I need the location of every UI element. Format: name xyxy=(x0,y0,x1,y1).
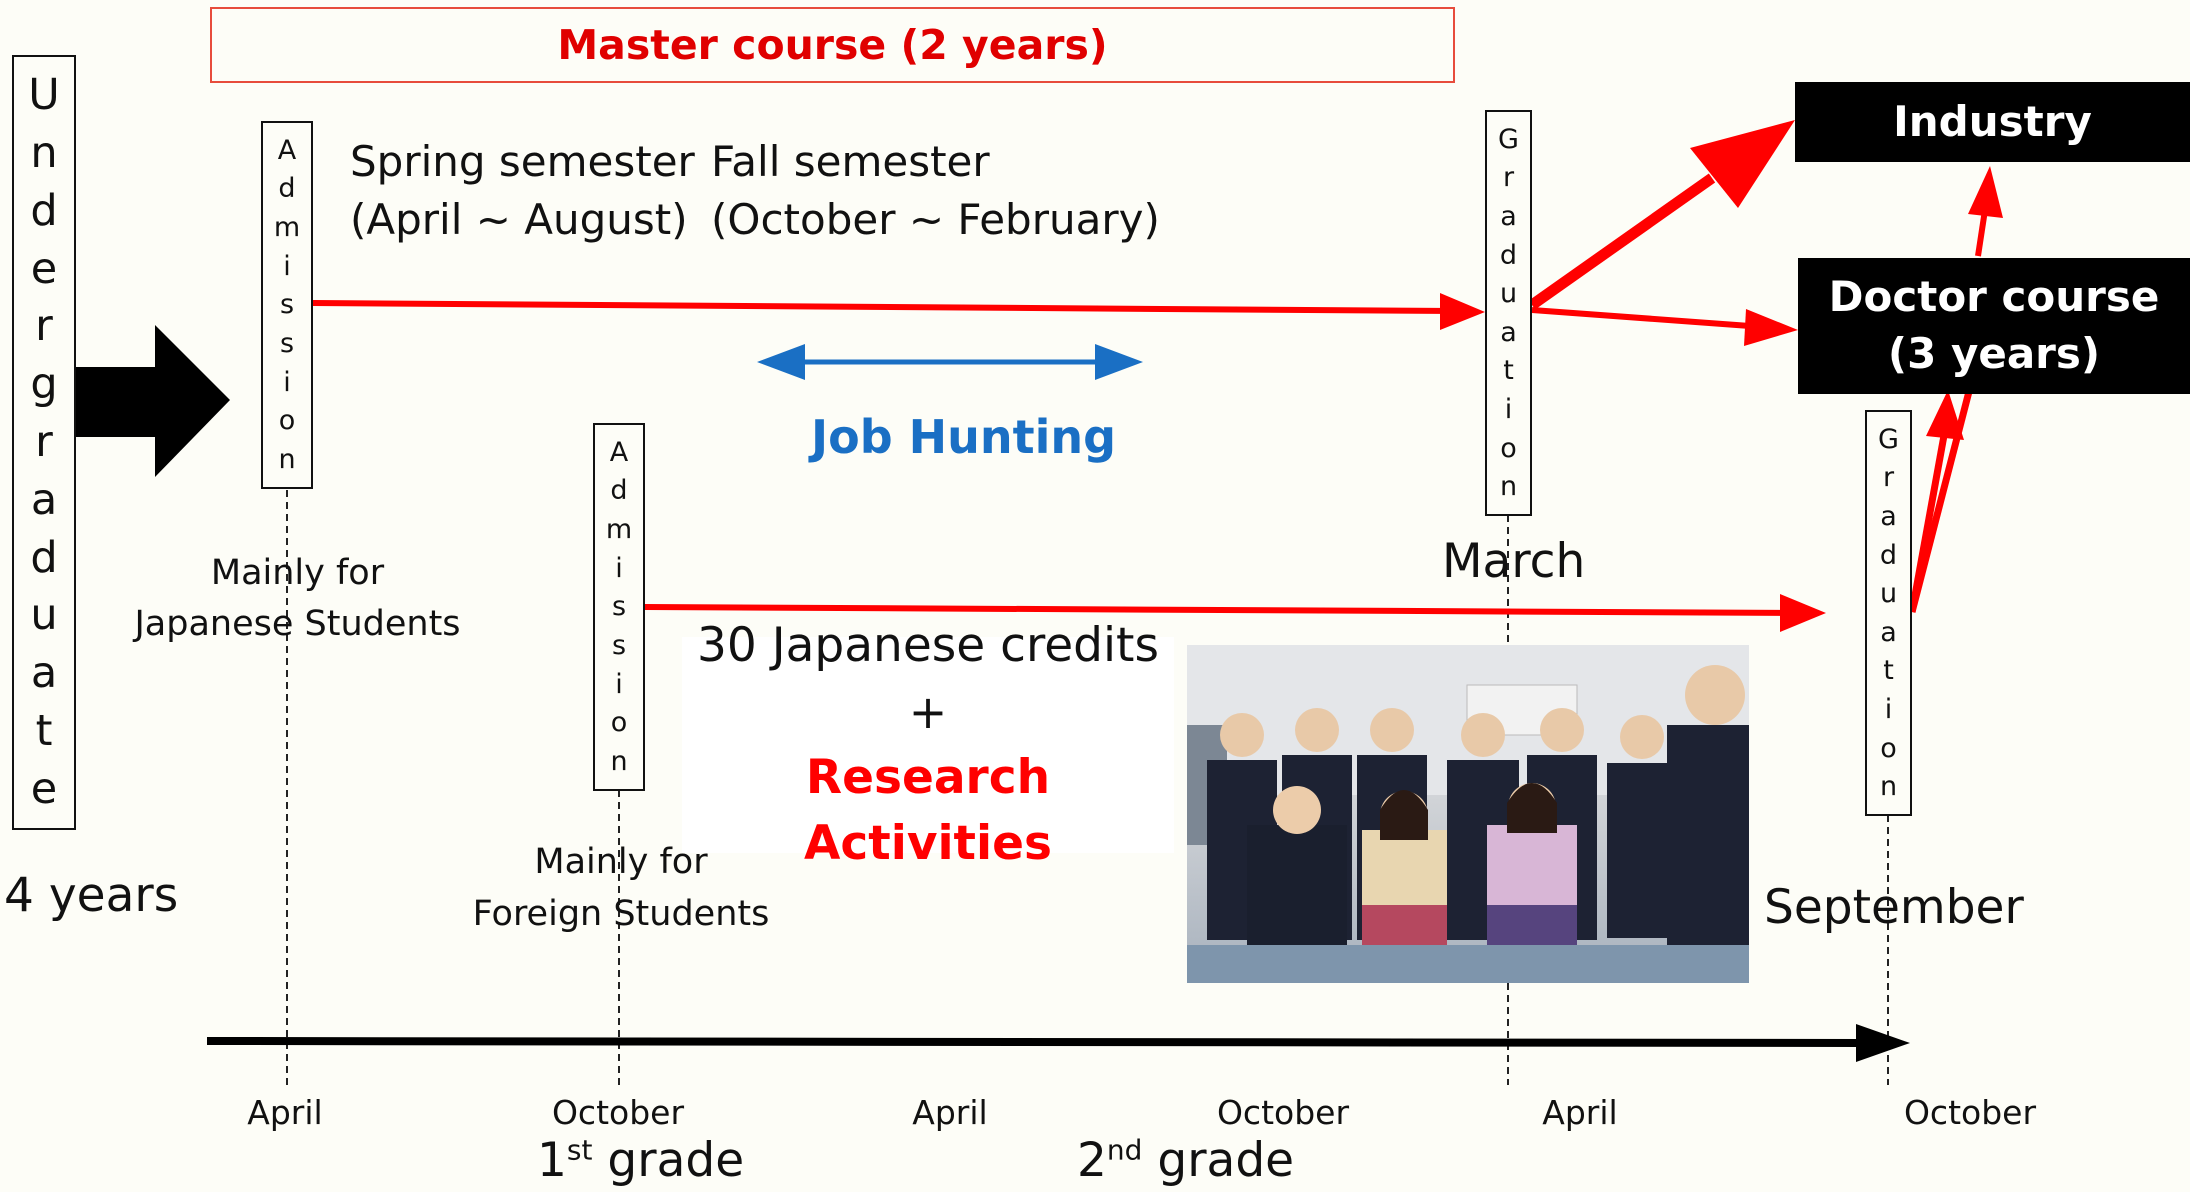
month-label-october-3: October xyxy=(1903,1093,2037,1132)
month-label-april-2: April xyxy=(912,1093,988,1132)
undergraduate-years: 4 years xyxy=(4,868,179,923)
job-hunting-arrowhead-left xyxy=(757,344,805,380)
spring-track-arrowhead xyxy=(1440,293,1485,330)
timeline-arrowhead xyxy=(1856,1024,1910,1062)
september-to-doctor-line xyxy=(1908,429,1949,613)
group-photo xyxy=(1187,645,1749,983)
grade-label-first: 1st grade xyxy=(537,1133,745,1188)
march-to-doctor-arrowhead xyxy=(1744,309,1798,346)
fall-track-line xyxy=(644,604,1796,616)
industry-label: Industry xyxy=(1893,96,2092,146)
master-course-title: Master course (2 years) xyxy=(557,21,1108,69)
doctor-to-industry-line xyxy=(1975,209,1988,257)
month-label-april-1: April xyxy=(247,1093,323,1132)
month-label-april-3: April xyxy=(1542,1093,1618,1132)
undergraduate-box: U n d e r g r a d u a t e xyxy=(12,55,76,830)
march-to-industry-arrowhead xyxy=(1690,120,1795,208)
industry-box: Industry xyxy=(1795,82,2190,162)
credits-box: 30 Japanese credits + Research Activitie… xyxy=(682,618,1174,871)
spring-semester-label: Spring semester (April ~ August) xyxy=(350,137,695,244)
doctor-to-industry-arrowhead xyxy=(1968,166,2003,218)
doctor-course-years: (3 years) xyxy=(1887,329,2101,378)
fall-semester-label: Fall semester (October ~ February) xyxy=(711,137,1160,244)
foreign-track-label: Mainly for Foreign Students xyxy=(472,842,770,934)
job-hunting-arrowhead-right xyxy=(1095,344,1143,380)
grade-label-second: 2nd grade xyxy=(1077,1133,1295,1188)
timeline-axis xyxy=(206,1037,1861,1047)
doctor-course-label: Doctor course xyxy=(1828,272,2160,322)
month-label-october-1: October xyxy=(551,1093,685,1132)
undergraduate-arrow xyxy=(75,325,230,477)
fall-track-arrowhead xyxy=(1780,594,1826,632)
research-activities-text: Research Activities xyxy=(804,750,1052,871)
march-to-doctor-line xyxy=(1531,307,1751,329)
march-to-industry-line xyxy=(1528,173,1716,310)
credits-text: 30 Japanese credits xyxy=(697,618,1159,673)
doctor-course-box: Doctor course (3 years) xyxy=(1798,258,2190,394)
credits-plus: + xyxy=(908,685,948,739)
group-photo-figures xyxy=(1187,645,1749,983)
japanese-track-label: Mainly for Japanese Students xyxy=(134,553,461,644)
september-label: September xyxy=(1764,880,2024,935)
month-label-october-2: October xyxy=(1216,1093,1350,1132)
job-hunting-label: Job Hunting xyxy=(811,410,1117,464)
september-to-doctor-arrowhead xyxy=(1926,390,1964,440)
spring-track-line xyxy=(312,300,1456,314)
master-course-box: Master course (2 years) xyxy=(210,7,1455,83)
march-label: March xyxy=(1442,534,1586,589)
